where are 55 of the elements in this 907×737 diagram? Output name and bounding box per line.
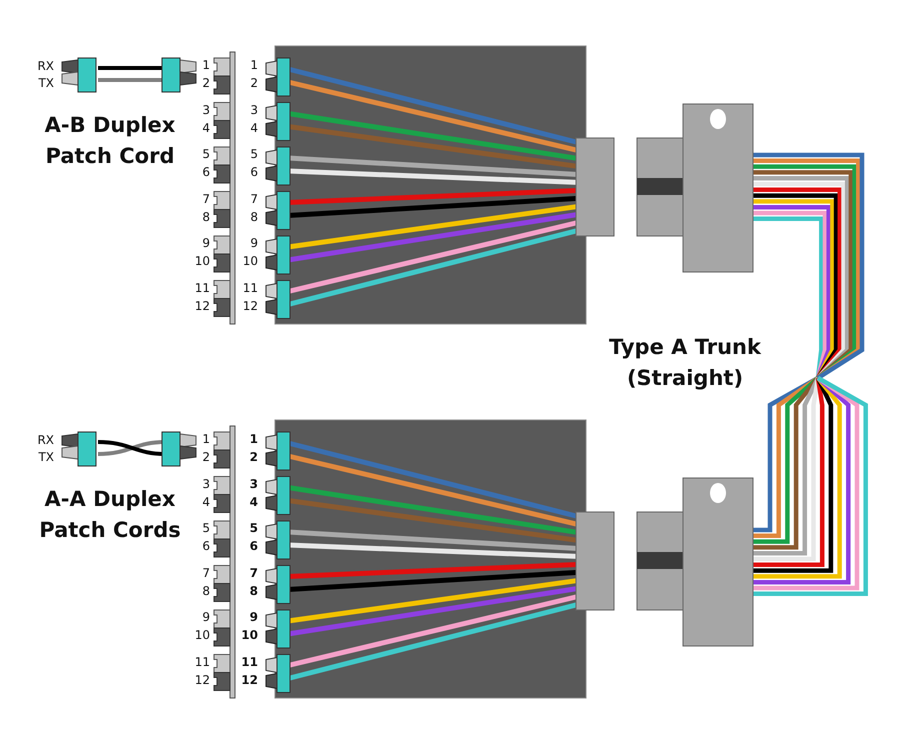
- port-number: 3: [248, 478, 258, 490]
- port-number: 9: [201, 611, 210, 623]
- port-number: 1: [248, 433, 258, 445]
- port-number: 9: [248, 611, 258, 623]
- port-number: 5: [248, 522, 258, 534]
- port-number: 12: [194, 674, 210, 686]
- port-number: 4: [201, 122, 210, 134]
- port-number: 4: [248, 496, 258, 508]
- port-number: 6: [248, 540, 258, 552]
- signal-label: RX: [36, 434, 54, 446]
- port-number: 12: [194, 300, 210, 312]
- port-number: 3: [249, 104, 258, 116]
- port-number: 2: [248, 451, 258, 463]
- port-number: 4: [201, 496, 210, 508]
- port-number: 11: [194, 282, 210, 294]
- port-number: 3: [201, 104, 210, 116]
- port-number: 10: [240, 629, 258, 641]
- patch-cord-title: A-B Duplex Patch Cord: [44, 112, 176, 170]
- port-number: 8: [249, 210, 258, 222]
- port-number: 2: [201, 77, 210, 89]
- port-number: 12: [242, 300, 258, 312]
- signal-label: TX: [37, 451, 54, 463]
- port-number: 6: [249, 166, 258, 178]
- port-number: 8: [248, 584, 258, 596]
- port-number: 5: [201, 522, 210, 534]
- port-number: 11: [242, 282, 258, 294]
- port-number: 7: [201, 566, 210, 578]
- port-number: 8: [201, 210, 210, 222]
- trunk-title: Type A Trunk (Straight): [608, 334, 762, 392]
- port-number: 10: [194, 255, 210, 267]
- port-number: 1: [201, 433, 210, 445]
- signal-label: RX: [36, 60, 54, 72]
- port-number: 1: [201, 59, 210, 71]
- port-number: 2: [201, 451, 210, 463]
- port-number: 10: [194, 629, 210, 641]
- signal-label: TX: [37, 77, 54, 89]
- port-number: 10: [242, 255, 258, 267]
- port-number: 9: [249, 237, 258, 249]
- port-number: 5: [201, 148, 210, 160]
- port-number: 7: [201, 192, 210, 204]
- port-number: 3: [201, 478, 210, 490]
- port-number: 1: [249, 59, 258, 71]
- port-number: 6: [201, 166, 210, 178]
- port-number: 11: [194, 656, 210, 668]
- port-number: 9: [201, 237, 210, 249]
- port-number: 7: [249, 192, 258, 204]
- port-number: 8: [201, 584, 210, 596]
- port-number: 4: [249, 122, 258, 134]
- port-number: 11: [240, 656, 258, 668]
- patch-cord-title: A-A Duplex Patch Cords: [38, 486, 182, 544]
- port-number: 7: [248, 566, 258, 578]
- port-number: 12: [240, 674, 258, 686]
- port-number: 2: [249, 77, 258, 89]
- port-number: 6: [201, 540, 210, 552]
- port-number: 5: [249, 148, 258, 160]
